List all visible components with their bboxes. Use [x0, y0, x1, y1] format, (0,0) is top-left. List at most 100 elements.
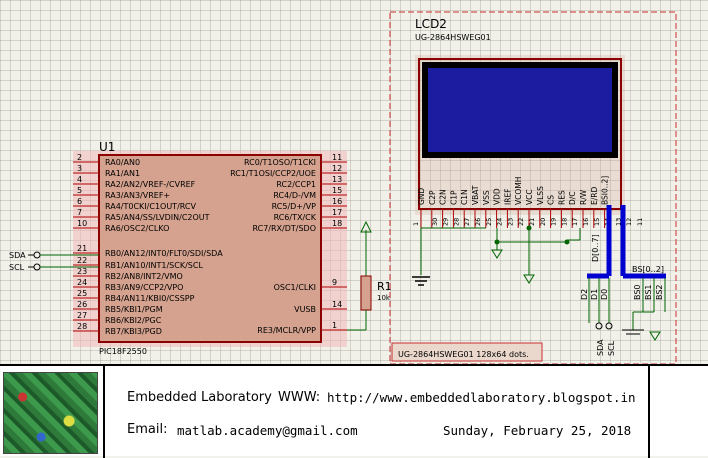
mcu-pin-label: RC0/T1OSO/T1CKI [244, 158, 316, 167]
lcd-pin-label: VCC [525, 189, 534, 205]
mcu-pin-number: 18 [332, 219, 342, 228]
lcd-pin-label: D/C [568, 191, 577, 205]
mcu-pin-number: 6 [77, 197, 82, 206]
mcu-pin-number: 22 [77, 256, 87, 265]
lcd-pin-label: VSS [482, 190, 491, 205]
mcu-pin-number: 21 [77, 244, 87, 253]
email-address[interactable]: matlab.academy@gmail.com [177, 423, 358, 438]
mcu-pin-label: RA5/AN4/SS/LVDIN/C2OUT [105, 213, 210, 222]
lcd-pin-label: IREF [503, 189, 512, 205]
bottom-scl-label: SCL [607, 340, 616, 356]
supply-arrow-icon-2 [523, 274, 535, 284]
lcd-pin-number: 15 [593, 218, 601, 226]
mcu-pin-number: 14 [332, 300, 342, 309]
lcd-pin-label: E/RD [590, 187, 599, 205]
lcd-pin-label: VBAT [471, 185, 480, 205]
lcd-pin-number: 23 [506, 218, 514, 226]
scl-terminal[interactable] [33, 263, 41, 271]
lcd-pin-number: 18 [560, 218, 568, 226]
schematic-svg: U1 PIC18F2550 2RA0/AN03RA1/AN14RA2/AN2/V… [9, 11, 677, 365]
r1-ref: R1 [377, 280, 392, 293]
mcu-pin-label: RB1/AN10/INT1/SCK/SCL [105, 261, 203, 270]
mcu-pin-label: RC5/D+/VP [272, 202, 317, 211]
lcd-pin-number: 19 [550, 218, 558, 226]
mcu-pin-number: 10 [77, 219, 87, 228]
lcd-dashed-frame [389, 11, 677, 365]
lcd-ref: LCD2 [415, 17, 447, 31]
supply-arrow-icon-3 [649, 331, 661, 341]
mcu-ref: U1 [99, 140, 115, 154]
mcu-pin-label: RB6/KBI2/PGC [105, 316, 162, 325]
mcu-pin-number: 12 [332, 164, 342, 173]
lcd-pin-number: 28 [452, 218, 460, 226]
mcu-pin-label: VUSB [294, 305, 316, 314]
date: Sunday, February 25, 2018 [443, 423, 632, 438]
mcu-pin-label: RB3/AN9/CCP2/VPO [105, 283, 183, 292]
lcd-description-box [391, 342, 543, 362]
sda-terminal[interactable] [33, 251, 41, 259]
title-block: Embedded Laboratory WWW: http://www.embe… [0, 364, 708, 458]
email-label: Email: [127, 422, 168, 437]
mcu-pin-number: 27 [77, 311, 87, 320]
lcd-pin-label: C1N [460, 189, 469, 205]
mcu-pin-number: 16 [332, 197, 342, 206]
mcu-pin-number: 23 [77, 267, 87, 276]
r1-value: 10k [377, 294, 391, 302]
lcd-outline [418, 58, 622, 210]
mcu-pin-number: 9 [332, 278, 337, 287]
mcu-pin-number: 25 [77, 289, 87, 298]
mcu-pin-number: 28 [77, 322, 87, 331]
mcu-pin-label: RE3/MCLR/VPP [257, 326, 316, 335]
lcd-pin-label: CS [547, 195, 556, 205]
mcu-pin-number: 24 [77, 278, 87, 287]
lcd-pin-label: BSI0..2] [601, 176, 610, 205]
mcu-pin-label: RB5/KBI1/PGM [105, 305, 163, 314]
mcu-pin-label: RC6/TX/CK [274, 213, 317, 222]
lcd-pin-number: 27 [463, 218, 471, 226]
lcd-pin-label: RES [557, 190, 566, 205]
data-tap-label: D0 [600, 289, 609, 300]
mcu-pin-label: RC2/CCP1 [276, 180, 316, 189]
lcd-wiring [412, 225, 581, 286]
mcu-pin-number: 11 [332, 153, 342, 162]
mcu-pin-label: RC7/RX/DT/SDO [252, 224, 316, 233]
mcu-left-pins: 2RA0/AN03RA1/AN14RA2/AN2/VREF-/CVREF5RA3… [73, 153, 223, 336]
lcd-screen [428, 68, 612, 152]
lcd-pin-number: 29 [442, 218, 450, 226]
lcd-pin-number: 12 [625, 218, 633, 226]
lcd-pin-label: GND [417, 188, 426, 205]
mcu-pin-number: 4 [77, 175, 82, 184]
mcu-pin-label: RC1/T1OSI/CCP2/UOE [230, 169, 316, 178]
mcu-pin-label: RA4/T0CKI/C1OUT/RCV [105, 202, 197, 211]
www-url[interactable]: http://www.embeddedlaboratory.blogspot.i… [327, 390, 636, 405]
bottom-sda-terminal[interactable] [595, 322, 603, 330]
lcd-pin-number: 17 [571, 218, 579, 226]
mcu-pin-label: RA1/AN1 [105, 169, 140, 178]
mcu-pin-label: RB2/AN8/INT2/VMO [105, 272, 183, 281]
net-label-scl: SCL [9, 263, 25, 272]
mcu-pin-label: RA3/AN3/VREF+ [105, 191, 170, 200]
lcd-pin-number: 21 [528, 218, 536, 226]
mcu-pin-number: 5 [77, 186, 82, 195]
resistor-r1[interactable]: R1 10k [347, 220, 392, 331]
bottom-sda-label: SDA [596, 339, 605, 356]
mcu-component[interactable]: U1 PIC18F2550 2RA0/AN03RA1/AN14RA2/AN2/V… [73, 140, 347, 356]
mcu-pin-label: RC4/D-/VM [273, 191, 316, 200]
lcd-pin-label: C1P [449, 190, 458, 205]
lcd-pin-label: C2N [439, 189, 448, 205]
mcu-part: PIC18F2550 [99, 347, 147, 356]
data-tap-label: D1 [590, 289, 599, 300]
bs-tap-label: BS2 [655, 284, 664, 300]
mcu-pin-number: 13 [332, 175, 342, 184]
bus-lines: D[0..7] BS[0..2] [587, 205, 666, 279]
mcu-pin-number: 26 [77, 300, 87, 309]
data-tap-label: D2 [580, 289, 589, 300]
r1-body [360, 275, 372, 311]
bottom-scl-terminal[interactable] [605, 322, 613, 330]
board-photo-thumbnail [3, 372, 98, 454]
bs-tap-label: BS1 [644, 284, 653, 300]
